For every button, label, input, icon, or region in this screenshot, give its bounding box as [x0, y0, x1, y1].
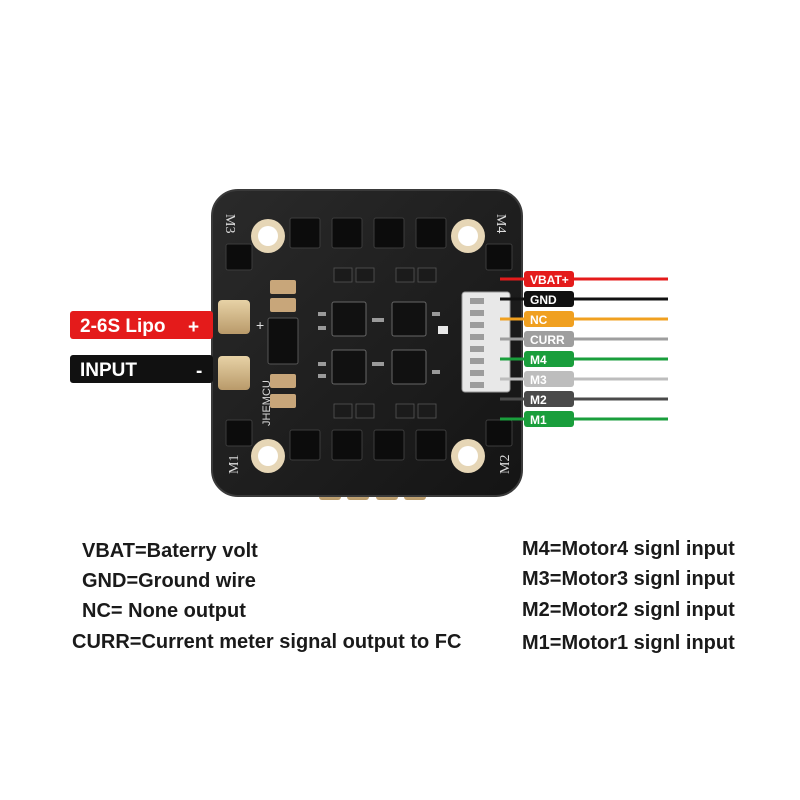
- pcb: [211, 189, 523, 497]
- connector-pins: [470, 298, 484, 388]
- legend-m3: M3=Motor3 signl input: [522, 568, 735, 590]
- brand-text: JHEMCU: [261, 380, 273, 426]
- legend-gnd: GND=Ground wire: [82, 570, 256, 592]
- board-plus-mark: +: [256, 317, 264, 333]
- wire-tag-label: GND: [530, 293, 557, 307]
- wire-tag-label: VBAT+: [530, 273, 569, 287]
- mounting-holes: [251, 219, 485, 473]
- battery-pads: [218, 300, 250, 390]
- input-label: INPUT: [80, 360, 137, 381]
- input-sign: -: [196, 361, 202, 382]
- wire-tag-label: M3: [530, 373, 547, 387]
- motor-label-m2: M2: [498, 455, 513, 474]
- legend-nc: NC= None output: [82, 600, 246, 622]
- battery-label: 2-6S Lipo: [80, 316, 166, 337]
- motor-label-m3: M3: [222, 214, 237, 233]
- legend-vbat: VBAT=Baterry volt: [82, 540, 258, 562]
- driver-chips: [333, 267, 437, 419]
- wire-tag-bg: [524, 411, 574, 427]
- smd-parts: [318, 312, 448, 378]
- input-tag: INPUT -: [70, 355, 213, 383]
- mosfets: [225, 217, 513, 461]
- wire-tag-label: M2: [530, 393, 547, 407]
- battery-tag: 2-6S Lipo +: [70, 311, 213, 339]
- wire-tag-bg: [524, 291, 574, 307]
- wire-tag-bg: [524, 351, 574, 367]
- regulator-chip: [267, 317, 299, 365]
- wire-tag-bg: [524, 271, 574, 287]
- wire-tag-label: M1: [530, 413, 547, 427]
- legend-m2: M2=Motor2 signl input: [522, 599, 735, 621]
- wire-tag-label: M4: [530, 353, 547, 367]
- wire-tag-bg: [524, 311, 574, 327]
- mcu-chips: [331, 301, 427, 385]
- wire-tag-bg: [524, 391, 574, 407]
- wire-tag-bg: [524, 331, 574, 347]
- wire-tag-bg: [524, 371, 574, 387]
- signal-connector: [461, 291, 511, 393]
- capacitors: [270, 280, 296, 408]
- wire-tag-label: CURR: [530, 333, 565, 347]
- legend-curr: CURR=Current meter signal output to FC: [72, 631, 462, 653]
- wire-tag-label: NC: [530, 313, 548, 327]
- legend-m1: M1=Motor1 signl input: [522, 632, 735, 654]
- legend-m4: M4=Motor4 signl input: [522, 538, 735, 560]
- motor-label-m4: M4: [493, 214, 508, 233]
- motor-label-m1: M1: [227, 455, 242, 474]
- battery-sign: +: [188, 317, 199, 338]
